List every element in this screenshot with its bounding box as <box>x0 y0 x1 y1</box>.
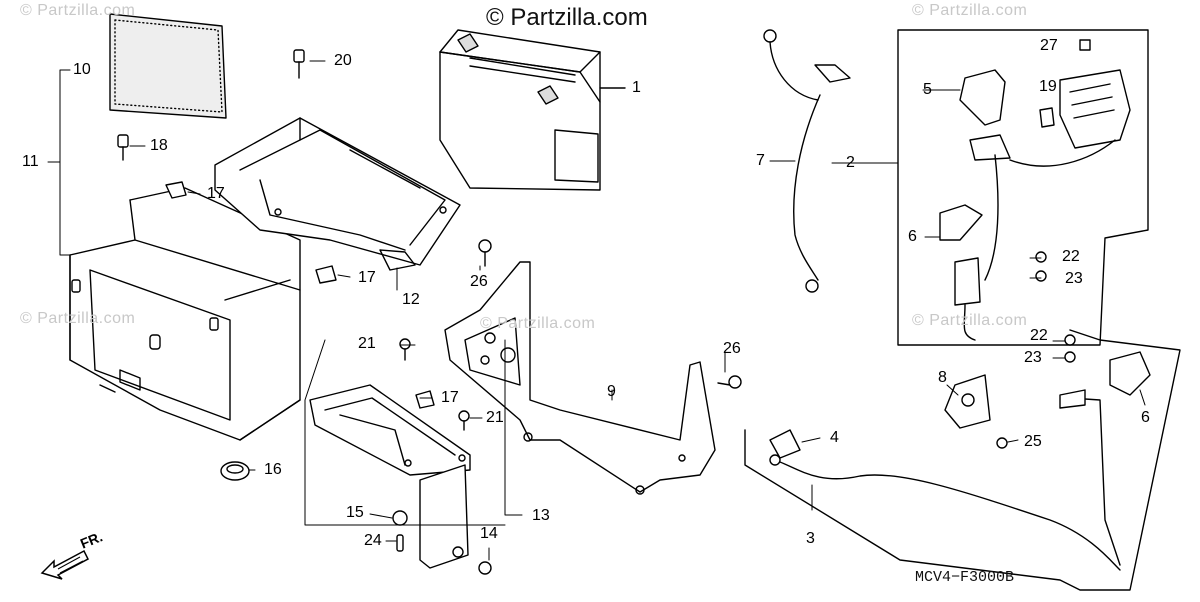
watermark-text: © Partzilla.com <box>20 2 136 19</box>
diagram-code: MCV4−F3000B <box>915 569 1015 586</box>
callout-15[interactable]: 15 <box>346 504 364 521</box>
callout-17[interactable]: 17 <box>441 389 459 406</box>
callout-16[interactable]: 16 <box>264 461 282 478</box>
callout-20[interactable]: 20 <box>334 52 352 69</box>
callout-17[interactable]: 17 <box>207 185 225 202</box>
callout-26[interactable]: 26 <box>723 340 741 357</box>
battery-holder-part[interactable] <box>214 117 461 271</box>
callout-19[interactable]: 19 <box>1039 78 1057 95</box>
callout-14[interactable]: 14 <box>480 525 498 542</box>
terminal-cover-part[interactable] <box>959 69 1006 126</box>
callout-17[interactable]: 17 <box>358 269 376 286</box>
starter-relay-harness-part[interactable] <box>897 29 1149 346</box>
battery-cover-part[interactable] <box>309 384 471 569</box>
starter-cable-part[interactable] <box>769 389 1121 571</box>
leader-lines <box>47 60 1146 561</box>
terminal-cover-part[interactable] <box>939 204 983 241</box>
watermark-text: © Partzilla.com <box>480 315 596 332</box>
battery-part[interactable] <box>439 29 626 191</box>
callout-2[interactable]: 2 <box>846 154 855 171</box>
front-arrow-icon <box>40 549 89 580</box>
callout-6[interactable]: 6 <box>1141 409 1150 426</box>
watermark-text: © Partzilla.com <box>912 2 1028 19</box>
callout-23[interactable]: 23 <box>1065 270 1083 287</box>
watermark-text: © Partzilla.com <box>20 310 136 327</box>
terminal-cover-part[interactable] <box>1109 351 1151 396</box>
callout-11[interactable]: 11 <box>22 153 39 170</box>
callout-12[interactable]: 12 <box>402 291 420 308</box>
brand-watermark: © Partzilla.com <box>486 4 648 31</box>
callout-8[interactable]: 8 <box>938 369 947 386</box>
callout-7[interactable]: 7 <box>756 152 765 169</box>
callout-27[interactable]: 27 <box>1040 37 1058 54</box>
cable-3-outline <box>744 329 1181 591</box>
callout-21[interactable]: 21 <box>358 335 376 352</box>
callout-1[interactable]: 1 <box>632 79 641 96</box>
callout-18[interactable]: 18 <box>150 137 168 154</box>
mounting-bracket-part[interactable] <box>444 261 716 495</box>
callout-6[interactable]: 6 <box>908 228 917 245</box>
callout-22[interactable]: 22 <box>1030 327 1048 344</box>
fasteners <box>117 39 1091 575</box>
callout-4[interactable]: 4 <box>830 429 839 446</box>
callout-9[interactable]: 9 <box>607 383 616 400</box>
callout-10[interactable]: 10 <box>73 61 91 78</box>
battery-box-part[interactable] <box>69 187 301 441</box>
starter-relay-part[interactable] <box>944 374 991 429</box>
callout-24[interactable]: 24 <box>364 532 382 549</box>
ground-cable-part[interactable] <box>763 29 851 293</box>
callout-13[interactable]: 13 <box>532 507 550 524</box>
callout-21[interactable]: 21 <box>486 409 504 426</box>
filter-pad-part[interactable] <box>109 13 227 119</box>
callout-5[interactable]: 5 <box>923 81 932 98</box>
callout-3[interactable]: 3 <box>806 530 815 547</box>
callout-26[interactable]: 26 <box>470 273 488 290</box>
callout-22[interactable]: 22 <box>1062 248 1080 265</box>
watermark-text: © Partzilla.com <box>912 312 1028 329</box>
callout-25[interactable]: 25 <box>1024 433 1042 450</box>
callout-23[interactable]: 23 <box>1024 349 1042 366</box>
